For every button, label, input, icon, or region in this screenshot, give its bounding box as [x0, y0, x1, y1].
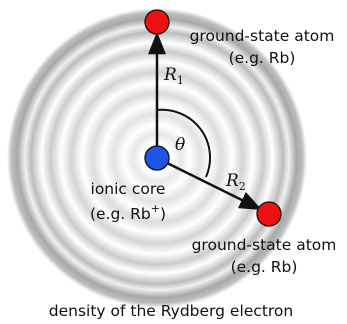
r2-arrow: [156, 156, 263, 211]
atom-top-label-line1: ground-state atom: [190, 27, 335, 45]
core-label-line1: ionic core: [91, 180, 166, 198]
ionic-core: [144, 145, 170, 171]
r2-label: R2: [225, 171, 246, 193]
ground-state-atom-top: [144, 9, 170, 35]
atom-top-label-line2: (e.g. Rb): [229, 49, 296, 67]
core-label-line2: (e.g. Rb+): [90, 202, 166, 223]
theta-angle-arc: [156, 108, 211, 178]
r1-label: R1: [163, 65, 184, 87]
atom-right-label-line1: ground-state atom: [192, 236, 337, 254]
theta-label: θ: [175, 135, 185, 155]
density-caption: density of the Rydberg electron: [49, 302, 293, 320]
ground-state-atom-right: [256, 201, 282, 227]
atom-right-label-line2: (e.g. Rb): [231, 258, 298, 276]
